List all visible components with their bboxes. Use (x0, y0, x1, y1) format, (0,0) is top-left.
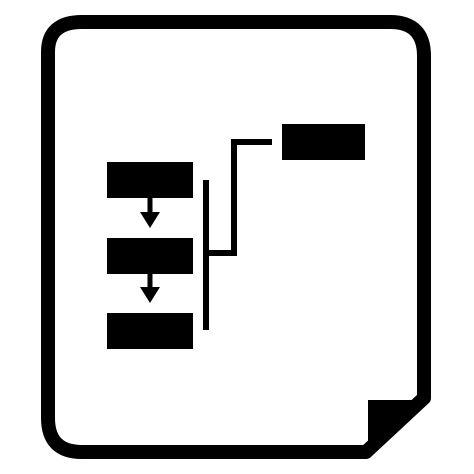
flowchart-box-right (282, 124, 365, 160)
connector-line (206, 139, 272, 256)
flowchart-box-2 (107, 238, 193, 274)
down-arrow-1 (140, 198, 160, 228)
down-arrow-2 (140, 274, 160, 303)
flowchart-box-1 (107, 162, 193, 198)
folded-corner (368, 400, 428, 456)
document-outline (41, 15, 431, 459)
flowchart-box-3 (107, 313, 193, 349)
